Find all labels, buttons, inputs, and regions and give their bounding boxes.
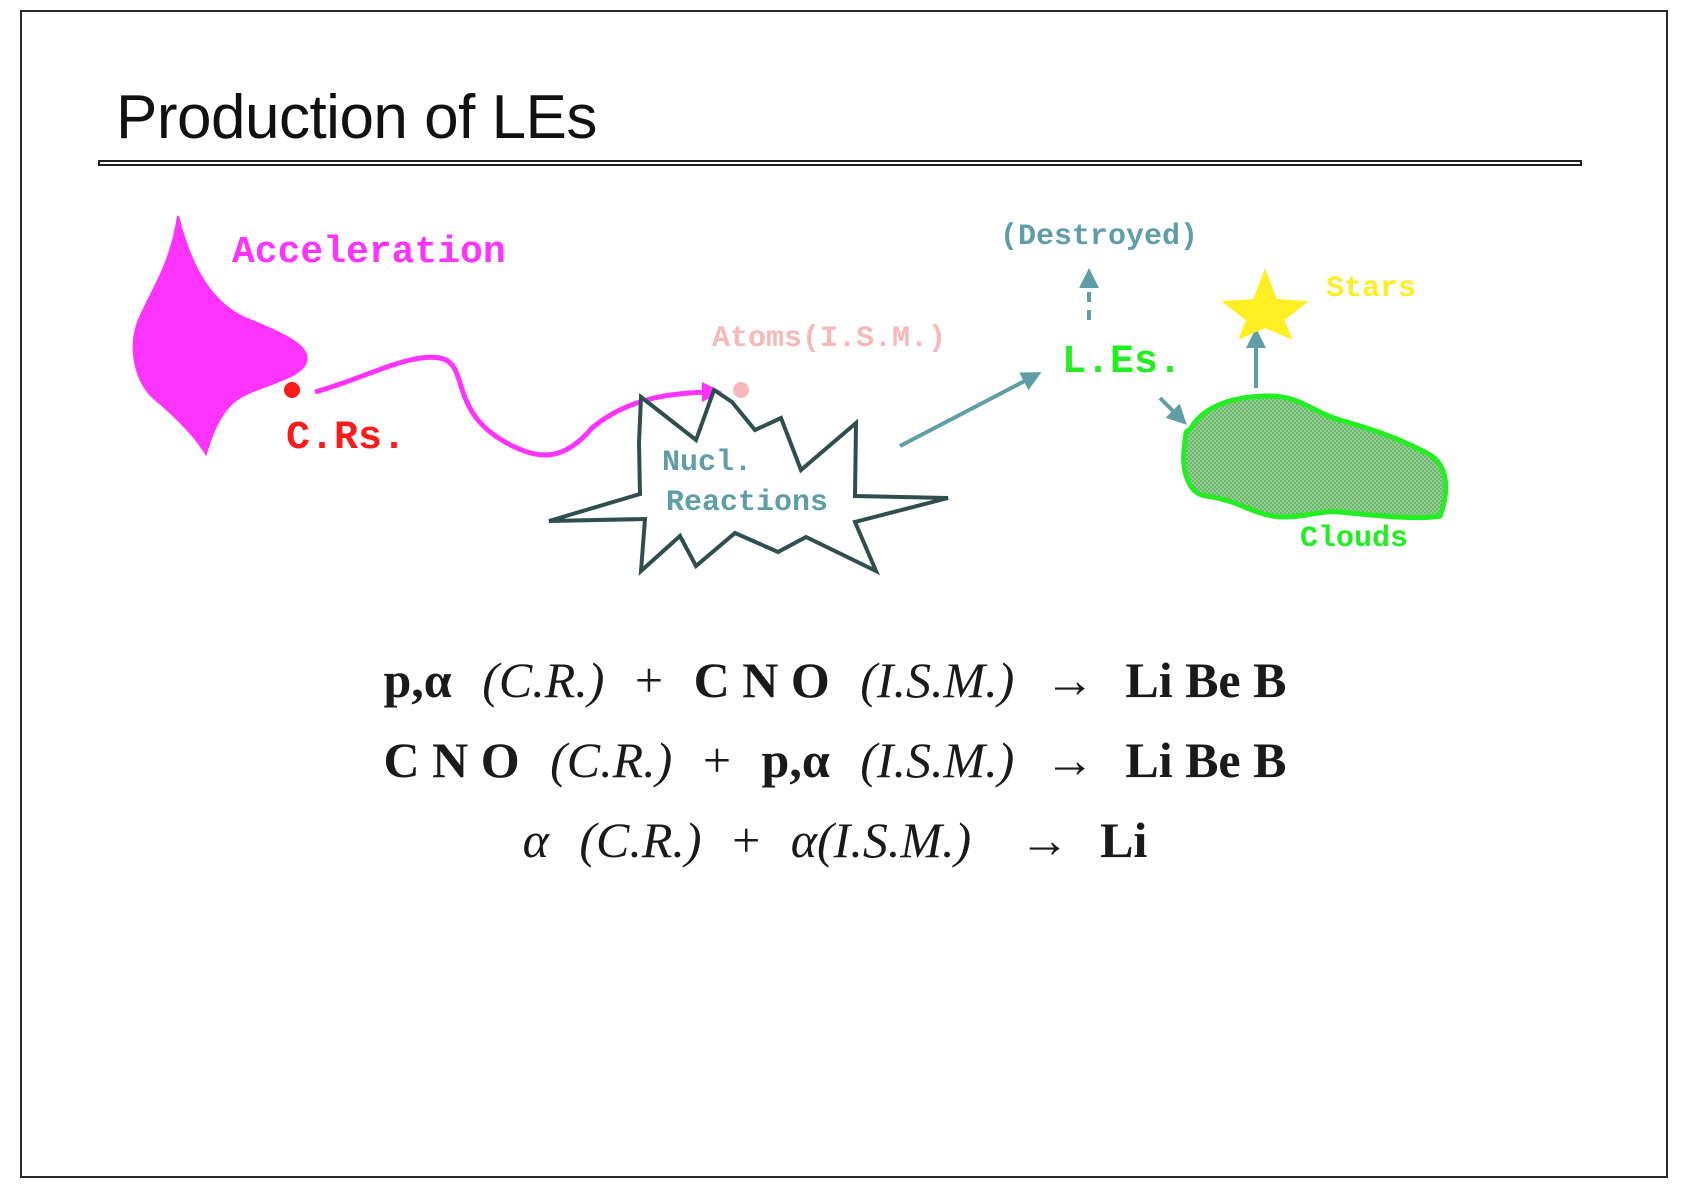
acceleration-label: Acceleration bbox=[232, 231, 506, 274]
stars-label: Stars bbox=[1326, 272, 1416, 306]
eq3-lhs2-tag: (I.S.M.) bbox=[817, 812, 972, 868]
eq1-arrow: → bbox=[1044, 652, 1095, 708]
eq3-arrow: → bbox=[1019, 812, 1070, 868]
slide-title: Production of LEs bbox=[116, 83, 597, 152]
arrow-to-clouds bbox=[1158, 396, 1187, 425]
les-label: L.Es. bbox=[1062, 340, 1182, 385]
eq2-lhs2-tag: (I.S.M.) bbox=[860, 732, 1015, 788]
cosmic-ray-dot bbox=[284, 382, 300, 398]
reactions-label: Reactions bbox=[666, 486, 828, 520]
eq2-plus: + bbox=[702, 732, 732, 788]
eq2-lhs1: C N O bbox=[383, 732, 520, 788]
eq2-rhs: Li Be B bbox=[1125, 732, 1287, 788]
eq1-plus: + bbox=[634, 652, 664, 708]
eq2-lhs2: p,α bbox=[761, 732, 830, 788]
equation-1: p,α (C.R.) + C N O (I.S.M.) → Li Be B bbox=[200, 640, 1470, 720]
nuclear-reactions-starburst bbox=[548, 386, 949, 576]
acceleration-source-shape bbox=[132, 215, 308, 457]
cloud-shape bbox=[1181, 393, 1449, 521]
eq2-arrow: → bbox=[1044, 732, 1095, 788]
atoms-label: Atoms(I.S.M.) bbox=[712, 322, 946, 356]
eq3-rhs: Li bbox=[1100, 812, 1148, 868]
eq3-plus: + bbox=[732, 812, 761, 868]
eq2-lhs1-tag: (C.R.) bbox=[550, 732, 673, 788]
title-underline bbox=[98, 160, 1582, 166]
eq3-lhs1-tag: (C.R.) bbox=[579, 812, 702, 868]
cosmic-ray-trajectory bbox=[314, 354, 722, 458]
clouds-label: Clouds bbox=[1300, 522, 1408, 556]
slide-frame bbox=[20, 10, 1668, 1178]
eq3-lhs2: α bbox=[790, 812, 818, 868]
arrow-to-les bbox=[899, 372, 1042, 448]
equation-3: α (C.R.) + α(I.S.M.) → Li bbox=[200, 800, 1470, 880]
crs-label: C.Rs. bbox=[286, 416, 406, 461]
equations-block: p,α (C.R.) + C N O (I.S.M.) → Li Be B C … bbox=[200, 640, 1470, 880]
eq1-lhs1-tag: (C.R.) bbox=[482, 652, 605, 708]
eq1-lhs1: p,α bbox=[383, 652, 452, 708]
eq1-lhs2-tag: (I.S.M.) bbox=[860, 652, 1015, 708]
eq1-lhs2: C N O bbox=[693, 652, 830, 708]
equation-2: C N O (C.R.) + p,α (I.S.M.) → Li Be B bbox=[200, 720, 1470, 800]
atom-target-dot bbox=[733, 382, 749, 398]
destroyed-label: (Destroyed) bbox=[1000, 220, 1198, 254]
star-shape bbox=[1221, 268, 1309, 340]
production-diagram: Acceleration C.Rs. Atoms(I.S.M.) Nucl. R… bbox=[132, 215, 1449, 576]
eq3-lhs1: α bbox=[522, 812, 549, 868]
nucl-label: Nucl. bbox=[662, 446, 752, 480]
eq1-rhs: Li Be B bbox=[1125, 652, 1287, 708]
